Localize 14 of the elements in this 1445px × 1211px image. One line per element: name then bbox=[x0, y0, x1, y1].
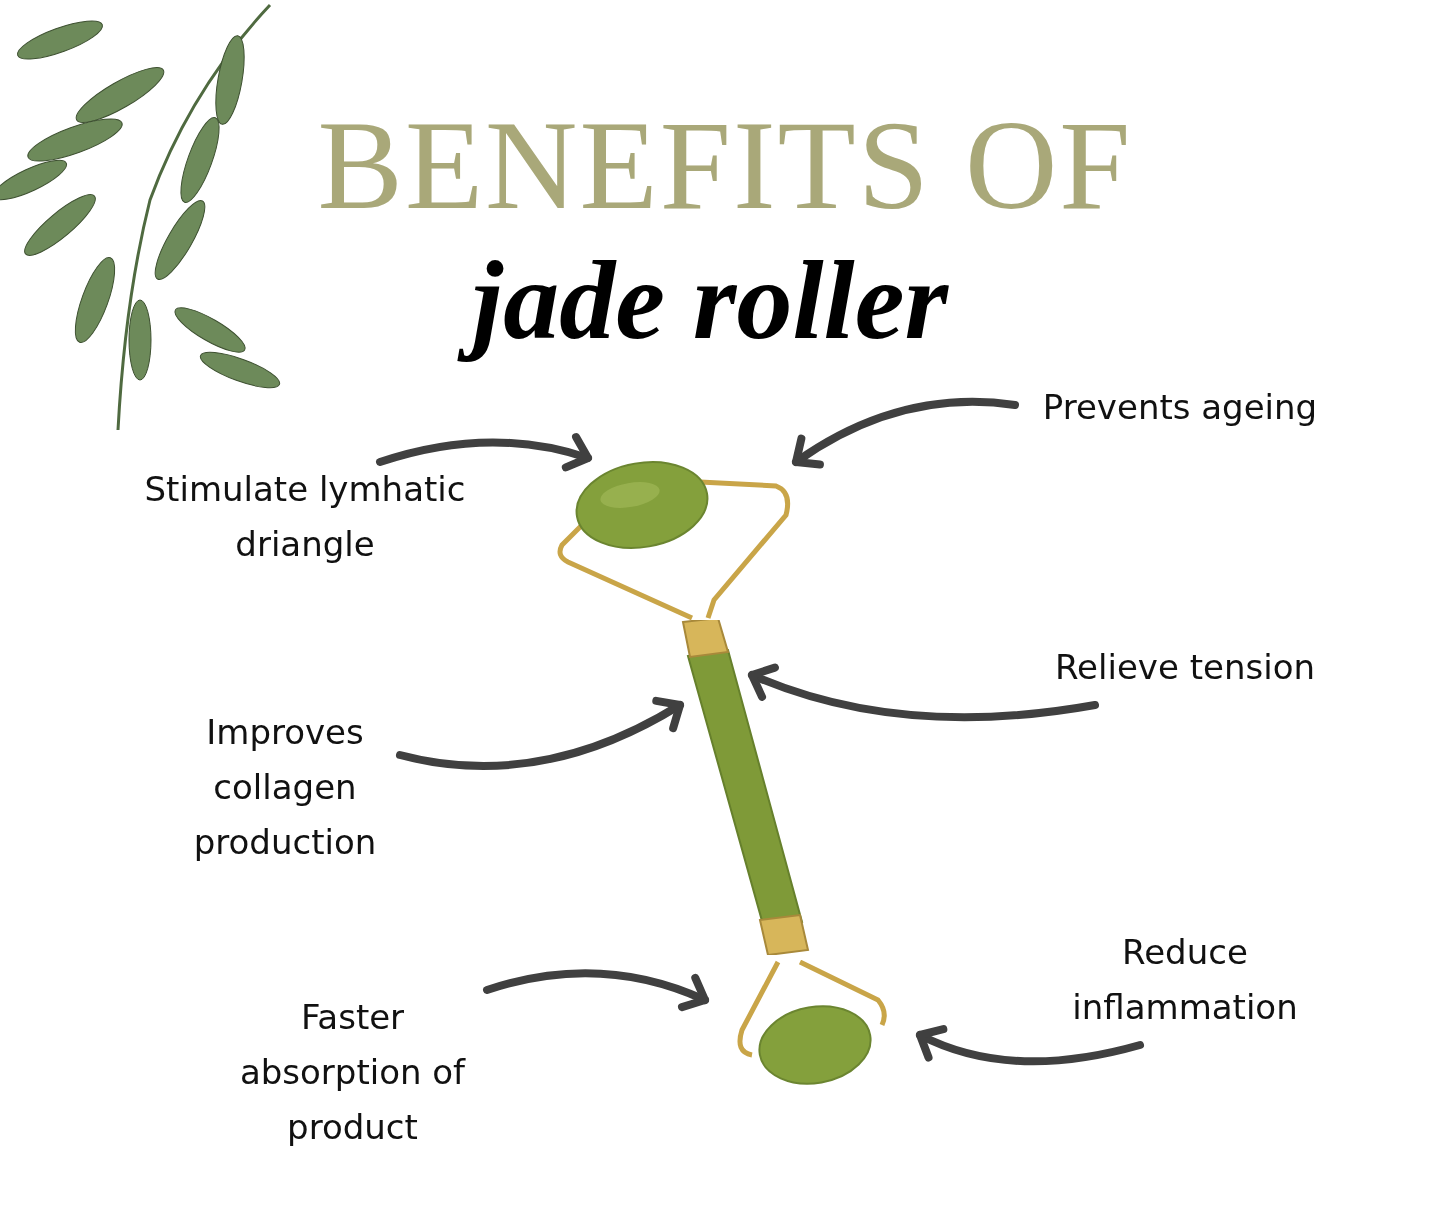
arrow bbox=[376, 433, 592, 473]
benefit-label: Stimulate lymhatic driangle bbox=[115, 462, 495, 577]
benefit-label: Improves collagen production bbox=[170, 705, 400, 870]
benefit-label: Prevents ageing bbox=[1015, 380, 1345, 435]
arrow bbox=[916, 1024, 1144, 1066]
arrow bbox=[396, 696, 684, 770]
arrow bbox=[483, 969, 709, 1012]
benefit-label: Reduce inflammation bbox=[1050, 925, 1320, 1045]
arrow bbox=[748, 662, 1099, 722]
subtitle: jade roller bbox=[420, 240, 1000, 360]
title: BENEFITS OF bbox=[316, 100, 1134, 230]
benefit-label: Relieve tension bbox=[1030, 640, 1340, 705]
benefit-label: Faster absorption of product bbox=[210, 990, 495, 1155]
arrow bbox=[792, 397, 1019, 470]
